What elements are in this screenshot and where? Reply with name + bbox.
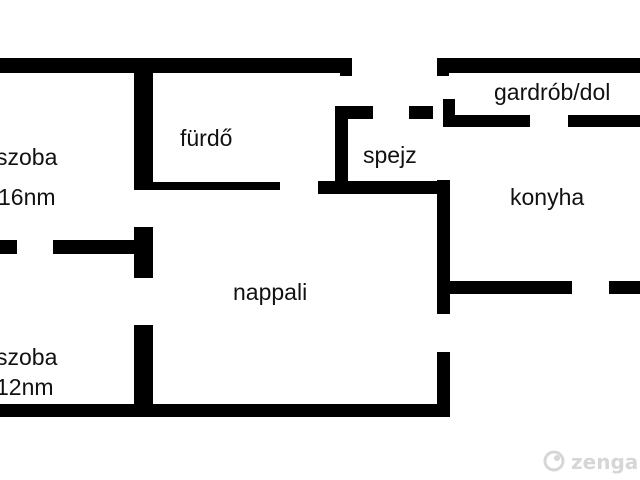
wall-spejz-bottom	[318, 181, 450, 194]
label-furdo: fürdő	[180, 125, 232, 151]
wall-spejz-left	[335, 106, 348, 194]
wall-spejz-top-mid	[409, 106, 433, 119]
wall-left-dash-2	[53, 240, 153, 254]
wall-top-left	[0, 58, 351, 73]
wall-furdo-bottom	[134, 182, 280, 190]
wall-konyha-divider-1	[437, 281, 572, 294]
wall-gardrob-divider-1	[443, 115, 530, 127]
label-nappali: nappali	[233, 279, 307, 305]
label-szoba-top: szoba	[0, 144, 58, 170]
wall-bottom	[0, 404, 450, 417]
wall-lower-left	[134, 325, 153, 410]
wall-top-left-end	[340, 58, 352, 76]
label-gardrob: gardrób/dol	[494, 79, 610, 105]
wall-left-post	[134, 227, 153, 278]
label-spejz: spejz	[363, 142, 417, 168]
label-szoba-bottom: szoba	[0, 344, 58, 370]
wall-bottom-right	[437, 352, 450, 417]
watermark-text: zenga	[571, 450, 638, 474]
wall-szoba-furdo	[134, 68, 153, 189]
wall-top-right-end	[437, 58, 449, 76]
zenga-logo-icon	[543, 450, 565, 472]
wall-top-right	[437, 58, 640, 73]
label-szoba-top-area: 16nm	[0, 184, 56, 210]
zenga-logo-dot	[554, 455, 560, 461]
wall-gardrob-divider-2	[568, 115, 640, 127]
zenga-watermark: zenga	[543, 450, 638, 474]
wall-left-dash-1	[0, 240, 17, 254]
wall-spejz-right	[437, 180, 450, 314]
wall-konyha-divider-2	[609, 281, 640, 294]
label-konyha: konyha	[510, 184, 584, 210]
label-szoba-bottom-area: 12nm	[0, 374, 54, 400]
